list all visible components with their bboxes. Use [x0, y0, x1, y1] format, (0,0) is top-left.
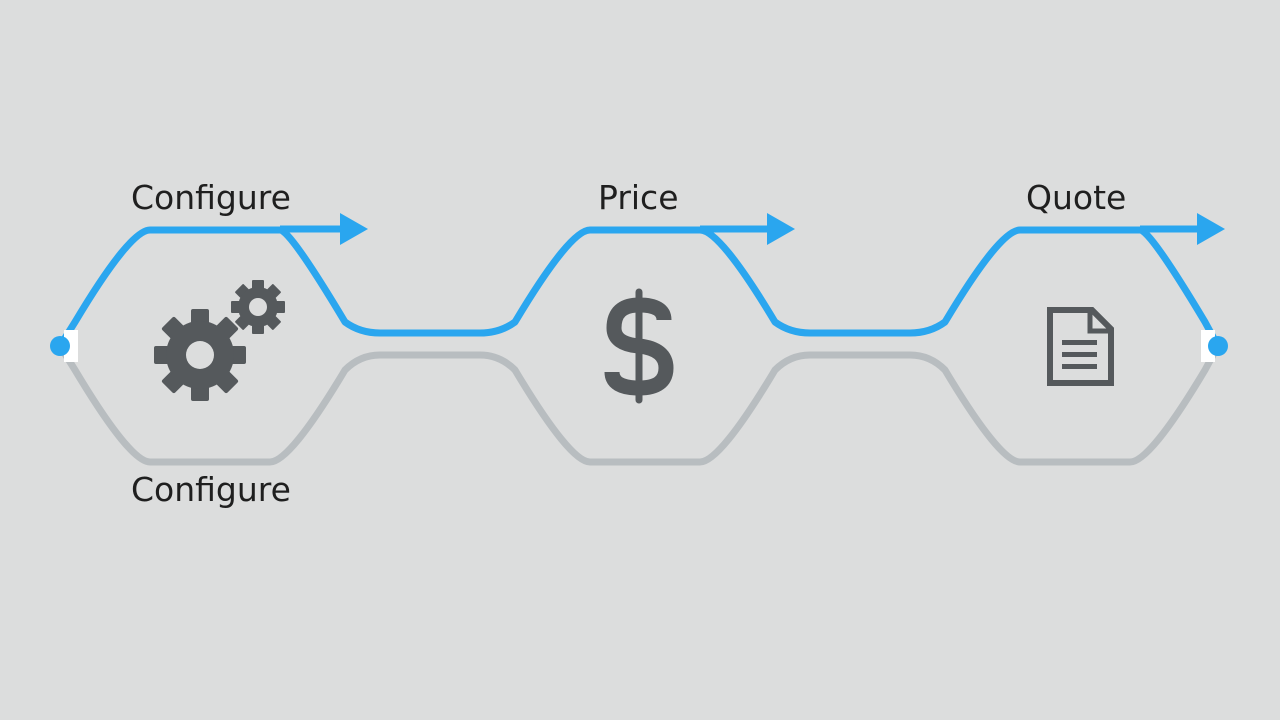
step-label-quote: Quote [1026, 178, 1127, 217]
step-label-configure: Configure [131, 178, 291, 217]
end-node [1208, 336, 1228, 356]
flow-path [56, 226, 1222, 350]
start-node [50, 336, 70, 356]
step-label-price: Price [598, 178, 679, 217]
dollar-icon [604, 288, 674, 404]
shadow-path [56, 342, 1222, 466]
arrow-configure [280, 213, 368, 245]
arrow-price [700, 213, 795, 245]
document-icon [1047, 307, 1114, 386]
bottom-label-configure: Configure [131, 470, 291, 509]
start-joint [64, 330, 78, 362]
gears-icon [154, 280, 285, 401]
arrow-quote [1140, 213, 1225, 245]
